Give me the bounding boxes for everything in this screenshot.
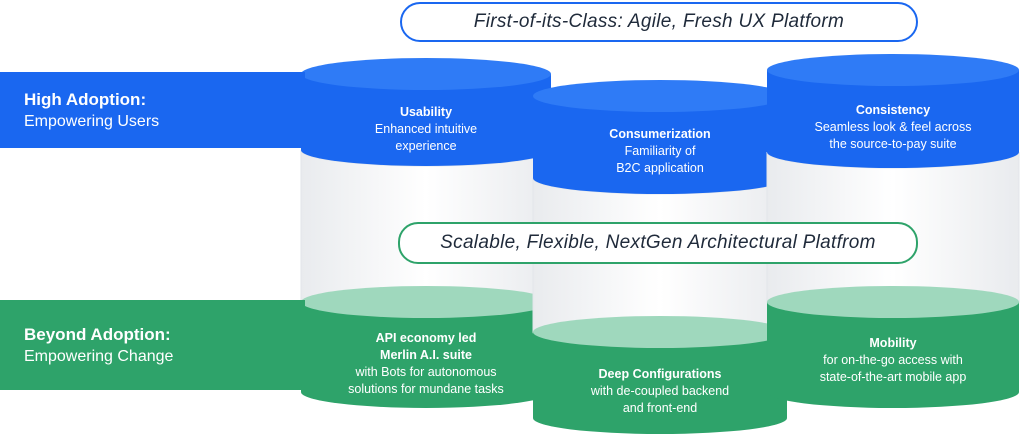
high-adoption-subtitle: Empowering Users [24, 112, 160, 130]
beyond-adoption-title: Beyond Adoption: [24, 324, 171, 344]
green-cylinder-top-3 [767, 286, 1019, 318]
usability-title: Usability [399, 105, 453, 119]
consumerization-title: Consumerization [609, 127, 711, 141]
usability-line-1: Enhanced intuitive [374, 122, 478, 136]
mobility-title: Mobility [869, 336, 917, 350]
consistency-label: Consistency Seamless look & feel across … [770, 102, 1016, 153]
api-economy-line-1: with Bots for autonomous [355, 365, 497, 379]
usability-label: Usability Enhanced intuitive experience [305, 104, 547, 155]
consumerization-line-1: Familiarity of [624, 144, 696, 158]
beyond-adoption-band: Beyond Adoption: Empowering Change [0, 300, 305, 390]
green-cylinder-body-3 [767, 302, 1019, 408]
blue-cylinder-body-3 [767, 70, 1019, 168]
green-cylinder-body-1 [301, 302, 551, 408]
mobility-line-1: for on-the-go access with [823, 353, 963, 367]
architecture-platform-pill: Scalable, Flexible, NextGen Architectura… [398, 222, 918, 264]
mobility-line-2: state-of-the-art mobile app [819, 370, 967, 384]
blue-cylinder-body-1 [301, 74, 551, 166]
deep-configurations-line-1: with de-coupled backend [590, 384, 730, 398]
consumerization-line-2: B2C application [616, 161, 704, 175]
api-economy-label: API economy led Merlin A.I. suite with B… [305, 330, 547, 398]
api-economy-line-2: solutions for mundane tasks [348, 382, 504, 396]
merlin-ai-title: Merlin A.I. suite [380, 348, 472, 362]
consistency-title: Consistency [855, 103, 931, 117]
green-cylinder-top-1 [301, 286, 551, 318]
high-adoption-band: High Adoption: Empowering Users [0, 72, 305, 148]
blue-cylinder-top-3 [767, 54, 1019, 86]
usability-line-2: experience [395, 139, 457, 153]
blue-cylinder-body-2 [533, 96, 787, 194]
consistency-line-2: the source-to-pay suite [829, 137, 957, 151]
mobility-label: Mobility for on-the-go access with state… [770, 335, 1016, 386]
ux-platform-pill: First-of-its-Class: Agile, Fresh UX Plat… [400, 2, 918, 42]
beyond-adoption-subtitle: Empowering Change [24, 347, 174, 365]
blue-cylinder-top-1 [301, 58, 551, 90]
high-adoption-title: High Adoption: [24, 89, 147, 109]
consistency-line-1: Seamless look & feel across [814, 120, 972, 134]
deep-configurations-line-2: and front-end [622, 401, 698, 415]
deep-configurations-label: Deep Configurations with de-coupled back… [535, 366, 785, 417]
deep-configurations-title: Deep Configurations [598, 367, 722, 381]
consumerization-label: Consumerization Familiarity of B2C appli… [535, 126, 785, 177]
green-cylinder-body-2 [533, 332, 787, 434]
green-cylinder-top-2 [533, 316, 787, 348]
blue-cylinder-top-2 [533, 80, 787, 112]
api-economy-title: API economy led [375, 331, 477, 345]
